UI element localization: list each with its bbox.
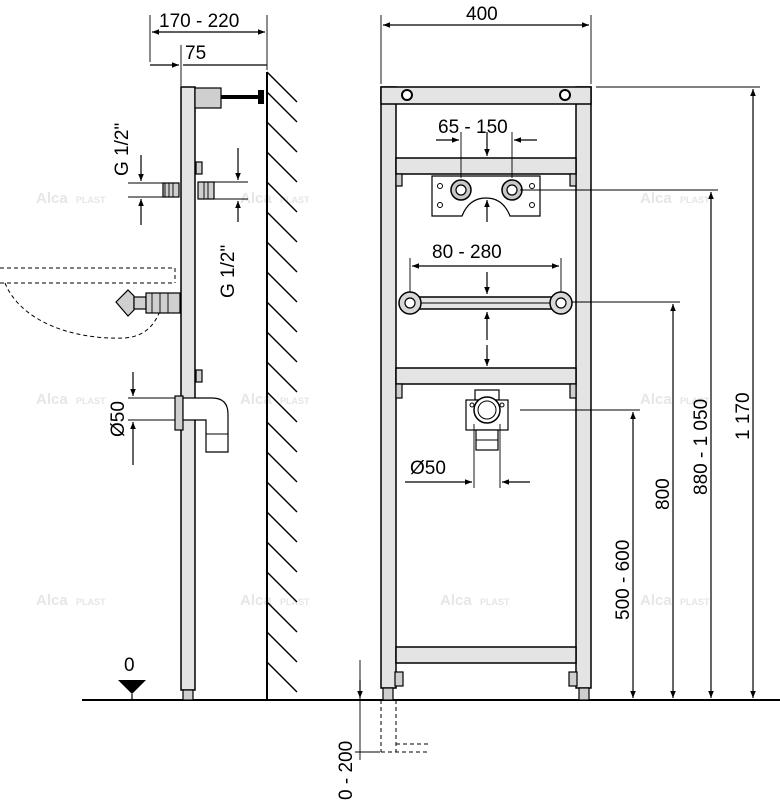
frame-upright-right (575, 86, 592, 689)
dimension-label: Ø50 (410, 458, 446, 479)
wall-hatching (266, 71, 298, 693)
wall-anchor-nut (258, 90, 264, 104)
dimension-tap-spacing: 65 - 150 (436, 117, 537, 178)
svg-text:PLAST: PLAST (680, 396, 710, 406)
watermark: Alca PLAST (36, 190, 106, 207)
dimension-label: 0 - 200 (336, 741, 357, 800)
dimension-label: 0 (124, 655, 135, 676)
dimension-depth: 75 (150, 43, 267, 86)
dimension-label: Ø50 (108, 401, 129, 437)
svg-text:Alca: Alca (240, 391, 272, 408)
front-view: 400 65 - 150 80 - 280 Ø50 (336, 4, 592, 800)
leg-extension: 0 - 200 (336, 660, 430, 800)
dimension-label: 800 (653, 478, 674, 510)
basin-outline (0, 267, 175, 339)
waste-connector-front (465, 389, 509, 451)
svg-text:PLAST: PLAST (76, 195, 106, 205)
svg-text:Alca: Alca (36, 592, 68, 609)
svg-text:Alca: Alca (240, 592, 272, 609)
side-view: 170 - 220 75 G 1/2" G 1/2" (0, 11, 298, 701)
dimension-wall-offset: 170 - 220 (149, 11, 268, 70)
svg-text:PLAST: PLAST (680, 597, 710, 607)
svg-text:Alca: Alca (640, 391, 672, 408)
svg-text:PLAST: PLAST (76, 597, 106, 607)
frame-foot (578, 687, 590, 701)
dimension-waste-side: Ø50 (108, 372, 175, 465)
top-bolt (559, 89, 571, 101)
watermark: Alca PLAST (640, 391, 710, 408)
watermark: Alca PLAST (640, 592, 710, 609)
dimension-frame-width: 400 (380, 4, 592, 84)
svg-text:Alca: Alca (440, 592, 472, 609)
frame-top-rail (380, 86, 592, 105)
watermark: Alca PLAST (640, 190, 710, 207)
svg-text:PLAST: PLAST (280, 396, 310, 406)
dimension-label: 75 (185, 43, 206, 64)
supply-fitting-left (162, 182, 180, 198)
dimension-label: 500 - 600 (613, 540, 634, 620)
svg-text:Alca: Alca (240, 190, 272, 207)
dimension-label: G 1/2" (112, 123, 133, 176)
dimension-supply-thread-top: G 1/2" (112, 123, 163, 225)
dimension-label: 880 - 1 050 (691, 399, 712, 495)
supply-fitting-right (197, 181, 215, 200)
svg-text:Alca: Alca (36, 391, 68, 408)
basin-bracket-bar (398, 291, 573, 315)
tap-connector-plate (431, 175, 541, 217)
svg-text:Alca: Alca (640, 190, 672, 207)
basin-trap (115, 289, 181, 317)
dimension-waste-front: Ø50 (405, 424, 530, 488)
watermark: Alca PLAST (440, 592, 510, 609)
side-frame-profile (180, 86, 196, 691)
watermark: Alca PLAST (36, 391, 106, 408)
wall-anchor-block (194, 87, 222, 109)
dimension-label: 170 - 220 (159, 11, 239, 32)
svg-text:Alca: Alca (36, 190, 68, 207)
watermark: Alca PLAST (240, 592, 310, 609)
svg-text:Alca: Alca (640, 592, 672, 609)
dimension-label: 400 (466, 4, 498, 25)
dimension-label: 1 170 (733, 392, 754, 440)
tap-rail (395, 157, 577, 175)
dimension-label: G 1/2" (218, 245, 239, 298)
frame-upright-left (380, 86, 397, 689)
svg-text:PLAST: PLAST (76, 396, 106, 406)
svg-text:PLAST: PLAST (480, 597, 510, 607)
waste-rail (395, 367, 577, 385)
floor-level-marker: 0 (118, 655, 146, 700)
side-bracket (195, 161, 203, 175)
svg-text:PLAST: PLAST (280, 597, 310, 607)
side-frame-foot (182, 689, 194, 701)
dimension-label: 80 - 280 (432, 242, 502, 263)
waste-pipe-side (174, 395, 229, 453)
height-dimensions: 500 - 600 800 880 - 1 050 1 170 (520, 86, 760, 698)
dimension-supply-thread-side: G 1/2" (214, 148, 248, 298)
frame-bottom-rail (395, 646, 577, 664)
side-bracket (195, 369, 203, 383)
dimension-bracket-spacing: 80 - 280 (409, 242, 562, 292)
watermark: Alca PLAST (240, 190, 310, 207)
top-bolt (401, 89, 413, 101)
svg-text:PLAST: PLAST (680, 195, 710, 205)
dimension-label: 65 - 150 (438, 117, 508, 138)
watermark: Alca PLAST (240, 391, 310, 408)
frame-foot (382, 687, 394, 701)
watermark: Alca PLAST (36, 592, 106, 609)
svg-text:PLAST: PLAST (280, 195, 310, 205)
